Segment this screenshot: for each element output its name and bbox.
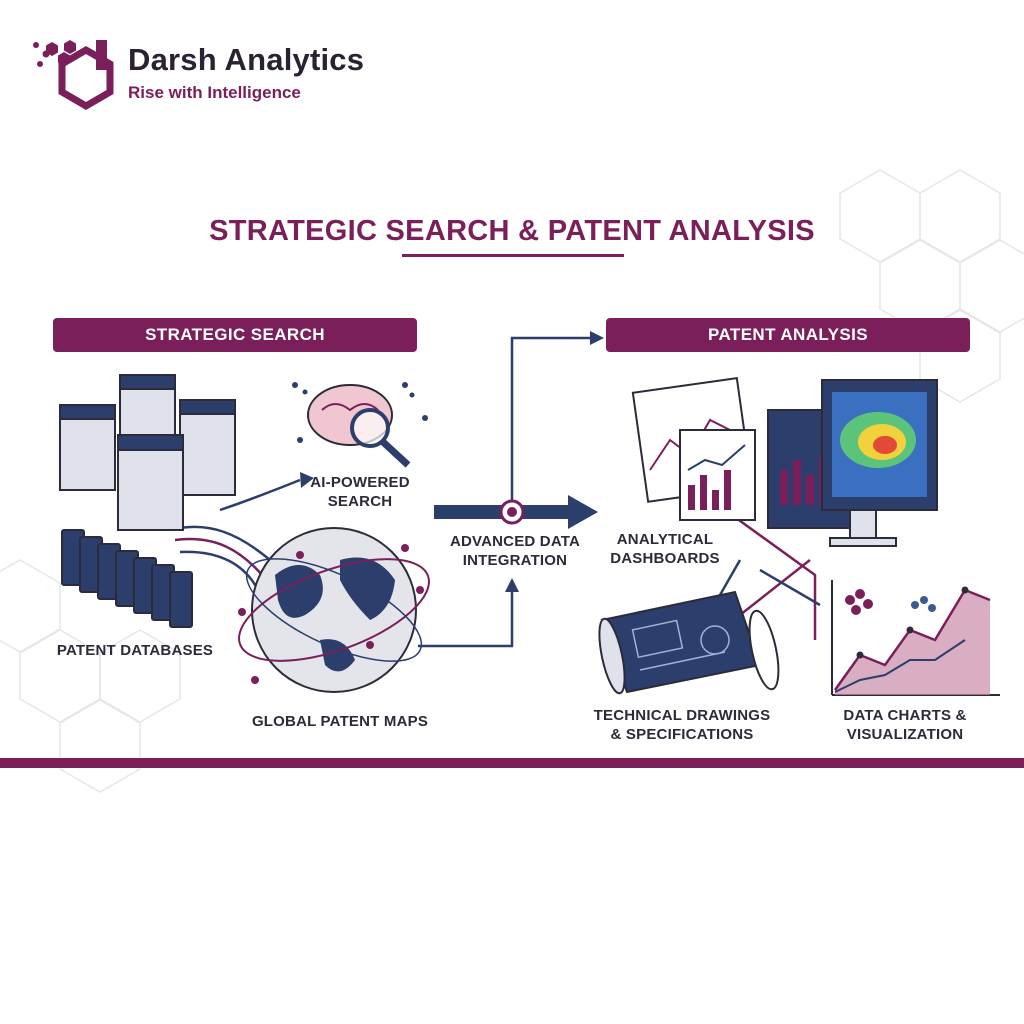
label-ai-line2: SEARCH [300, 492, 420, 511]
label-dashboards-line2: DASHBOARDS [600, 549, 730, 568]
label-patent-databases: PATENT DATABASES [50, 641, 220, 660]
brand-name: Darsh Analytics [128, 42, 364, 78]
label-charts-line1: DATA CHARTS & [820, 706, 990, 725]
area-chart-icon [832, 580, 1000, 695]
brain-magnifier-icon [292, 382, 428, 465]
label-dashboards-line1: ANALYTICAL [600, 530, 730, 549]
arrow-hub-icon [434, 495, 598, 529]
server-folders-icon [60, 375, 235, 627]
blueprint-scroll-icon [594, 592, 784, 695]
section-band-patent-analysis: PATENT ANALYSIS [606, 318, 970, 352]
label-ai-powered-search: AI-POWERED SEARCH [300, 473, 420, 511]
label-data-charts-visualization: DATA CHARTS & VISUALIZATION [820, 706, 990, 744]
label-drawings-line1: TECHNICAL DRAWINGS [582, 706, 782, 725]
monitors-dashboard-icon [633, 378, 937, 546]
label-global-patent-maps: GLOBAL PATENT MAPS [240, 712, 440, 731]
label-integration-line1: ADVANCED DATA [440, 532, 590, 551]
label-charts-line2: VISUALIZATION [820, 725, 990, 744]
title-underline [402, 254, 624, 257]
hexagon-d-logo-icon [33, 40, 110, 106]
brand-tagline: Rise with Intelligence [128, 83, 301, 103]
label-integration-line2: INTEGRATION [440, 551, 590, 570]
label-analytical-dashboards: ANALYTICAL DASHBOARDS [600, 530, 730, 568]
label-advanced-data-integration: ADVANCED DATA INTEGRATION [440, 532, 590, 570]
footer-bar [0, 758, 1024, 768]
label-ai-line1: AI-POWERED [300, 473, 420, 492]
diagram-title: STRATEGIC SEARCH & PATENT ANALYSIS [0, 215, 1024, 248]
label-technical-drawings: TECHNICAL DRAWINGS & SPECIFICATIONS [582, 706, 782, 744]
label-drawings-line2: & SPECIFICATIONS [582, 725, 782, 744]
section-band-strategic-search: STRATEGIC SEARCH [53, 318, 417, 352]
